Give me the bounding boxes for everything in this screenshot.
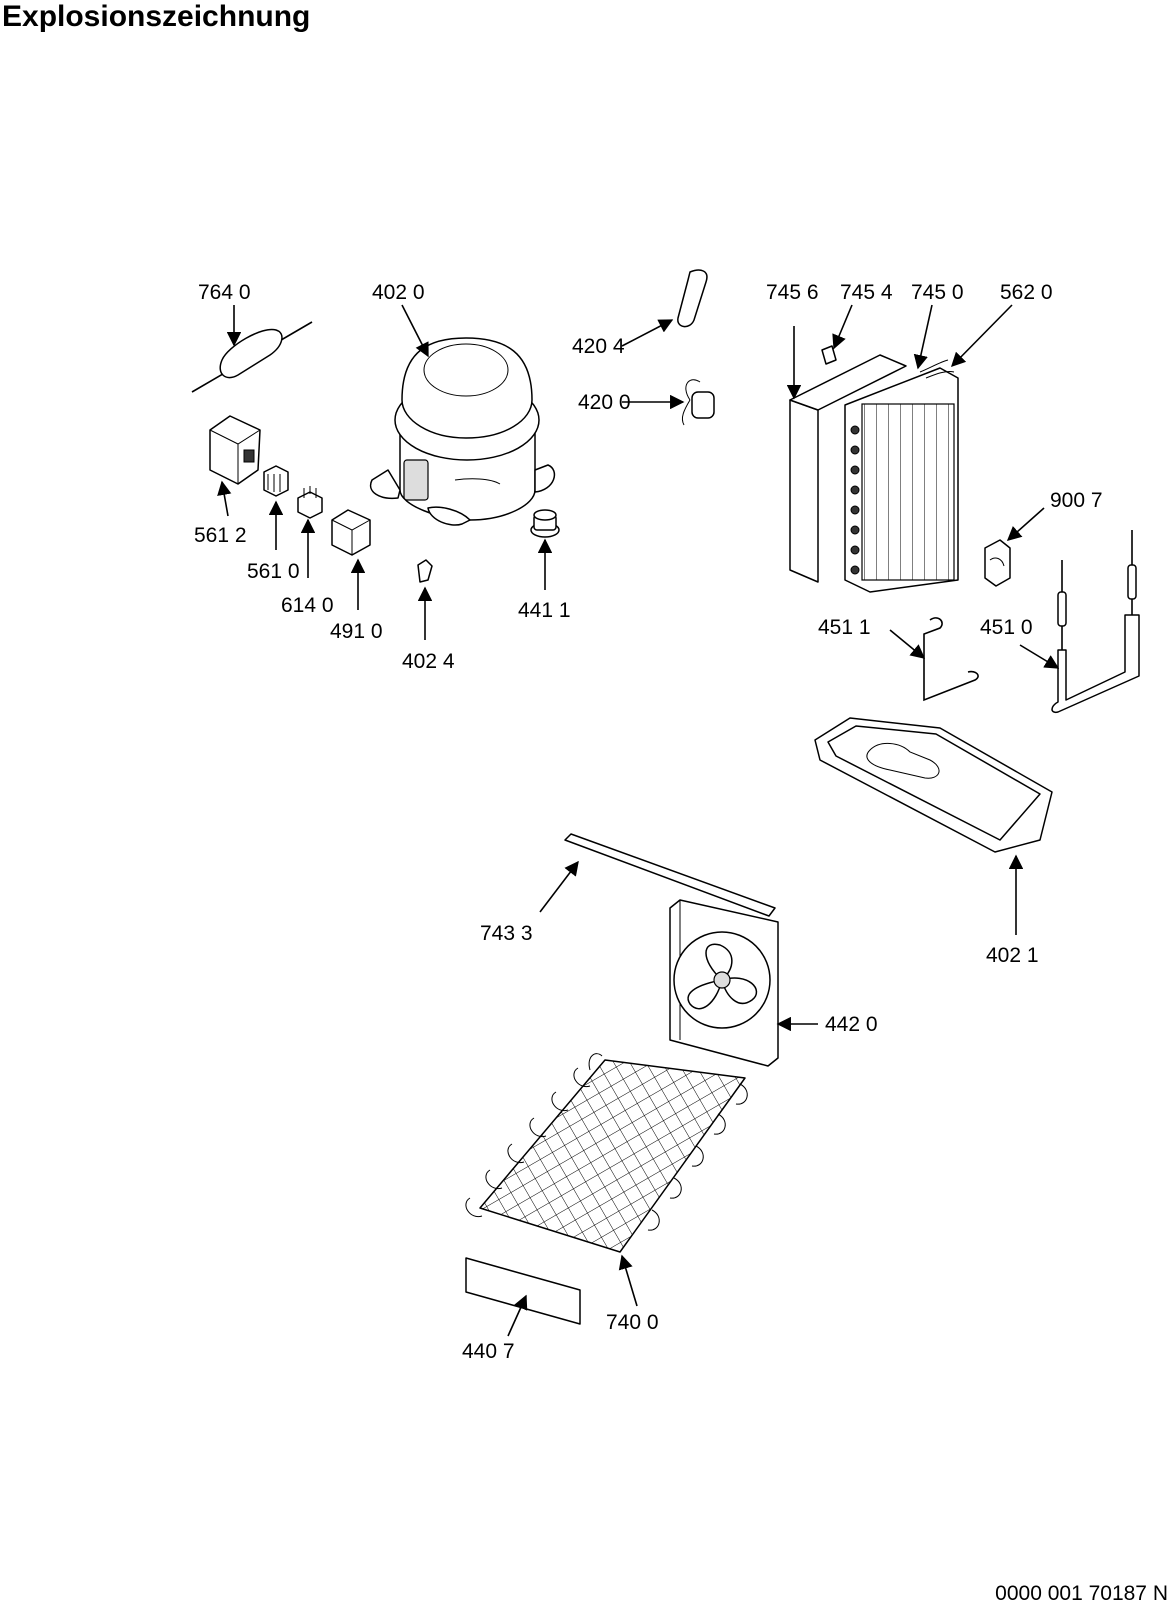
page-title: Explosionszeichnung [2,0,311,33]
callout-label: 745 6 [766,281,819,304]
callout-label: 441 1 [518,599,571,622]
callout-label: 740 0 [606,1311,659,1334]
overload-protector-drawing [331,509,371,556]
evaporator-unit-drawing [789,345,959,593]
callout-label: 743 3 [480,922,533,945]
capacitor-drawing [681,379,715,426]
callout-label: 451 0 [980,616,1033,639]
compressor-drawing [369,337,556,526]
bracket-drawing [984,539,1011,587]
callout-label: 561 2 [194,524,247,547]
callout-label: 402 0 [372,281,425,304]
callout-label: 614 0 [281,594,334,617]
callout-label: 402 1 [986,944,1039,967]
connector-drawing [297,486,323,519]
document-id: 0000 001 70187 N [995,1582,1168,1605]
callout-label: 402 4 [402,650,455,673]
drain-tube-drawing [1051,530,1140,714]
callout-label: 745 0 [911,281,964,304]
wire-hanger-drawing [923,617,979,702]
label-plate-drawing [465,1257,581,1325]
callout-label: 562 0 [1000,281,1053,304]
callout-labels: 764 0 402 0 420 4 420 0 745 6 745 4 745 … [194,281,1103,1363]
hose-drawing [677,269,708,328]
condenser-drawing [465,1053,748,1253]
strip-drawing [564,833,776,917]
fan-assembly-drawing [669,899,779,1067]
callout-label: 745 4 [840,281,893,304]
callout-label: 900 7 [1050,489,1103,512]
callout-label: 440 7 [462,1340,515,1363]
clip-drawing [263,465,289,497]
grommet-drawing [530,509,560,538]
callout-label: 420 4 [572,335,625,358]
callout-label: 561 0 [247,560,300,583]
clamp-drawing [417,559,433,583]
callout-label: 764 0 [198,281,251,304]
callout-label: 442 0 [825,1013,878,1036]
callout-label: 420 0 [578,391,631,414]
callout-label: 451 1 [818,616,871,639]
relay-drawing [209,415,261,485]
filter-dryer-drawing [191,321,313,393]
callout-label: 491 0 [330,620,383,643]
callout-leaders [217,304,1060,1337]
drip-tray-drawing [814,717,1053,853]
